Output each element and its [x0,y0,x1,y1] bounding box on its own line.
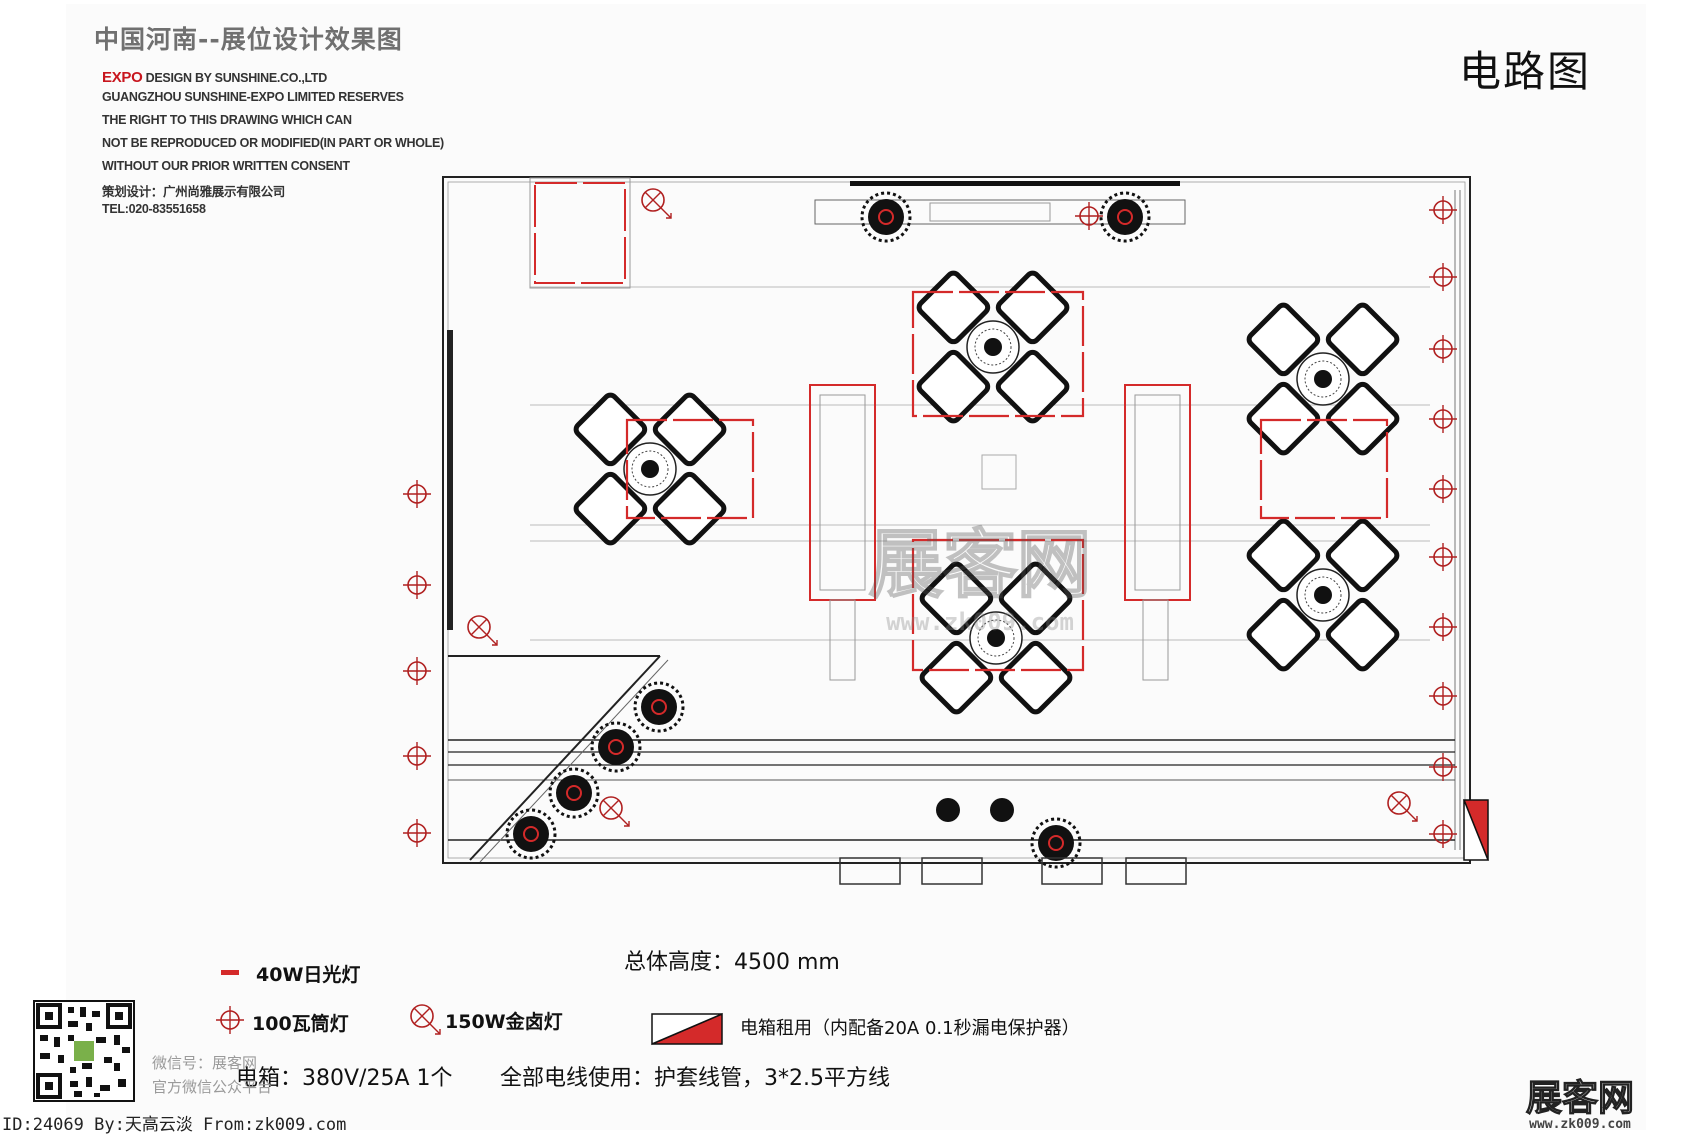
downlight-icon [215,1005,245,1035]
qr-caption-1: 微信号：展客网 [152,1054,258,1072]
left-wall [447,330,453,630]
tel-line: TEL:020-83551658 [102,202,206,216]
company-line: EXPO DESIGN BY SUNSHINE.CO.,LTD [102,69,327,86]
qr-caption-2: 官方微信公众平台 [152,1078,273,1096]
diagonal-counter [469,655,661,861]
overall-height: 总体高度：4500 mm [624,950,840,975]
top-fascia [850,181,1180,186]
sheet-title: 电路图 [1458,47,1591,96]
rights-line-3: NOT BE REPRODUCED OR MODIFIED(IN PART OR… [102,136,444,150]
front-sign [839,857,1187,885]
rights-line-4: WITHOUT OUR PRIOR WRITTEN CONSENT [102,159,350,173]
svg-text:www.zk009.com: www.zk009.com [1529,1117,1631,1132]
watermark-corner: 展客网 www.zk009.com [1525,1076,1634,1132]
rights-line-1: GUANGZHOU SUNSHINE-EXPO LIMITED RESERVES [102,90,404,104]
halogen-icon [410,1004,441,1035]
table-sets [534,231,1439,754]
watermark-brand: 展客网 www.zk009.com [868,521,1092,636]
booth-outline [442,176,1471,864]
legend-downlight: 100瓦筒灯 [252,1013,349,1035]
legend-fluorescent: 40W日光灯 [256,964,361,986]
svg-text:展客网: 展客网 [869,522,1091,608]
rights-line-2: THE RIGHT TO THIS DRAWING WHICH CAN [102,113,352,127]
planner-line: 策划设计：广州尚雅展示有限公司 [102,185,286,199]
svg-text:www.zk009.com: www.zk009.com [886,608,1074,636]
note-wiring: 全部电线使用：护套线管，3*2.5平方线 [500,1066,890,1091]
qr-code [33,1000,135,1102]
legend-electric-box: 电箱租用（内配备20A 0.1秒漏电保护器） [740,1018,1080,1039]
fluorescent-icon [221,970,239,975]
company-name: DESIGN BY SUNSHINE.CO.,LTD [142,71,328,85]
expo-logo: EXPO [102,69,143,86]
note-power-box: 电箱：380V/25A 1个 [236,1066,453,1091]
legend-halogen: 150W金卤灯 [445,1011,563,1033]
svg-text:展客网: 展客网 [1526,1077,1634,1119]
footer-id: ID:24069 By:天高云淡 From:zk009.com [2,1115,347,1135]
drawing-title: 中国河南--展位设计效果图 [94,25,403,54]
